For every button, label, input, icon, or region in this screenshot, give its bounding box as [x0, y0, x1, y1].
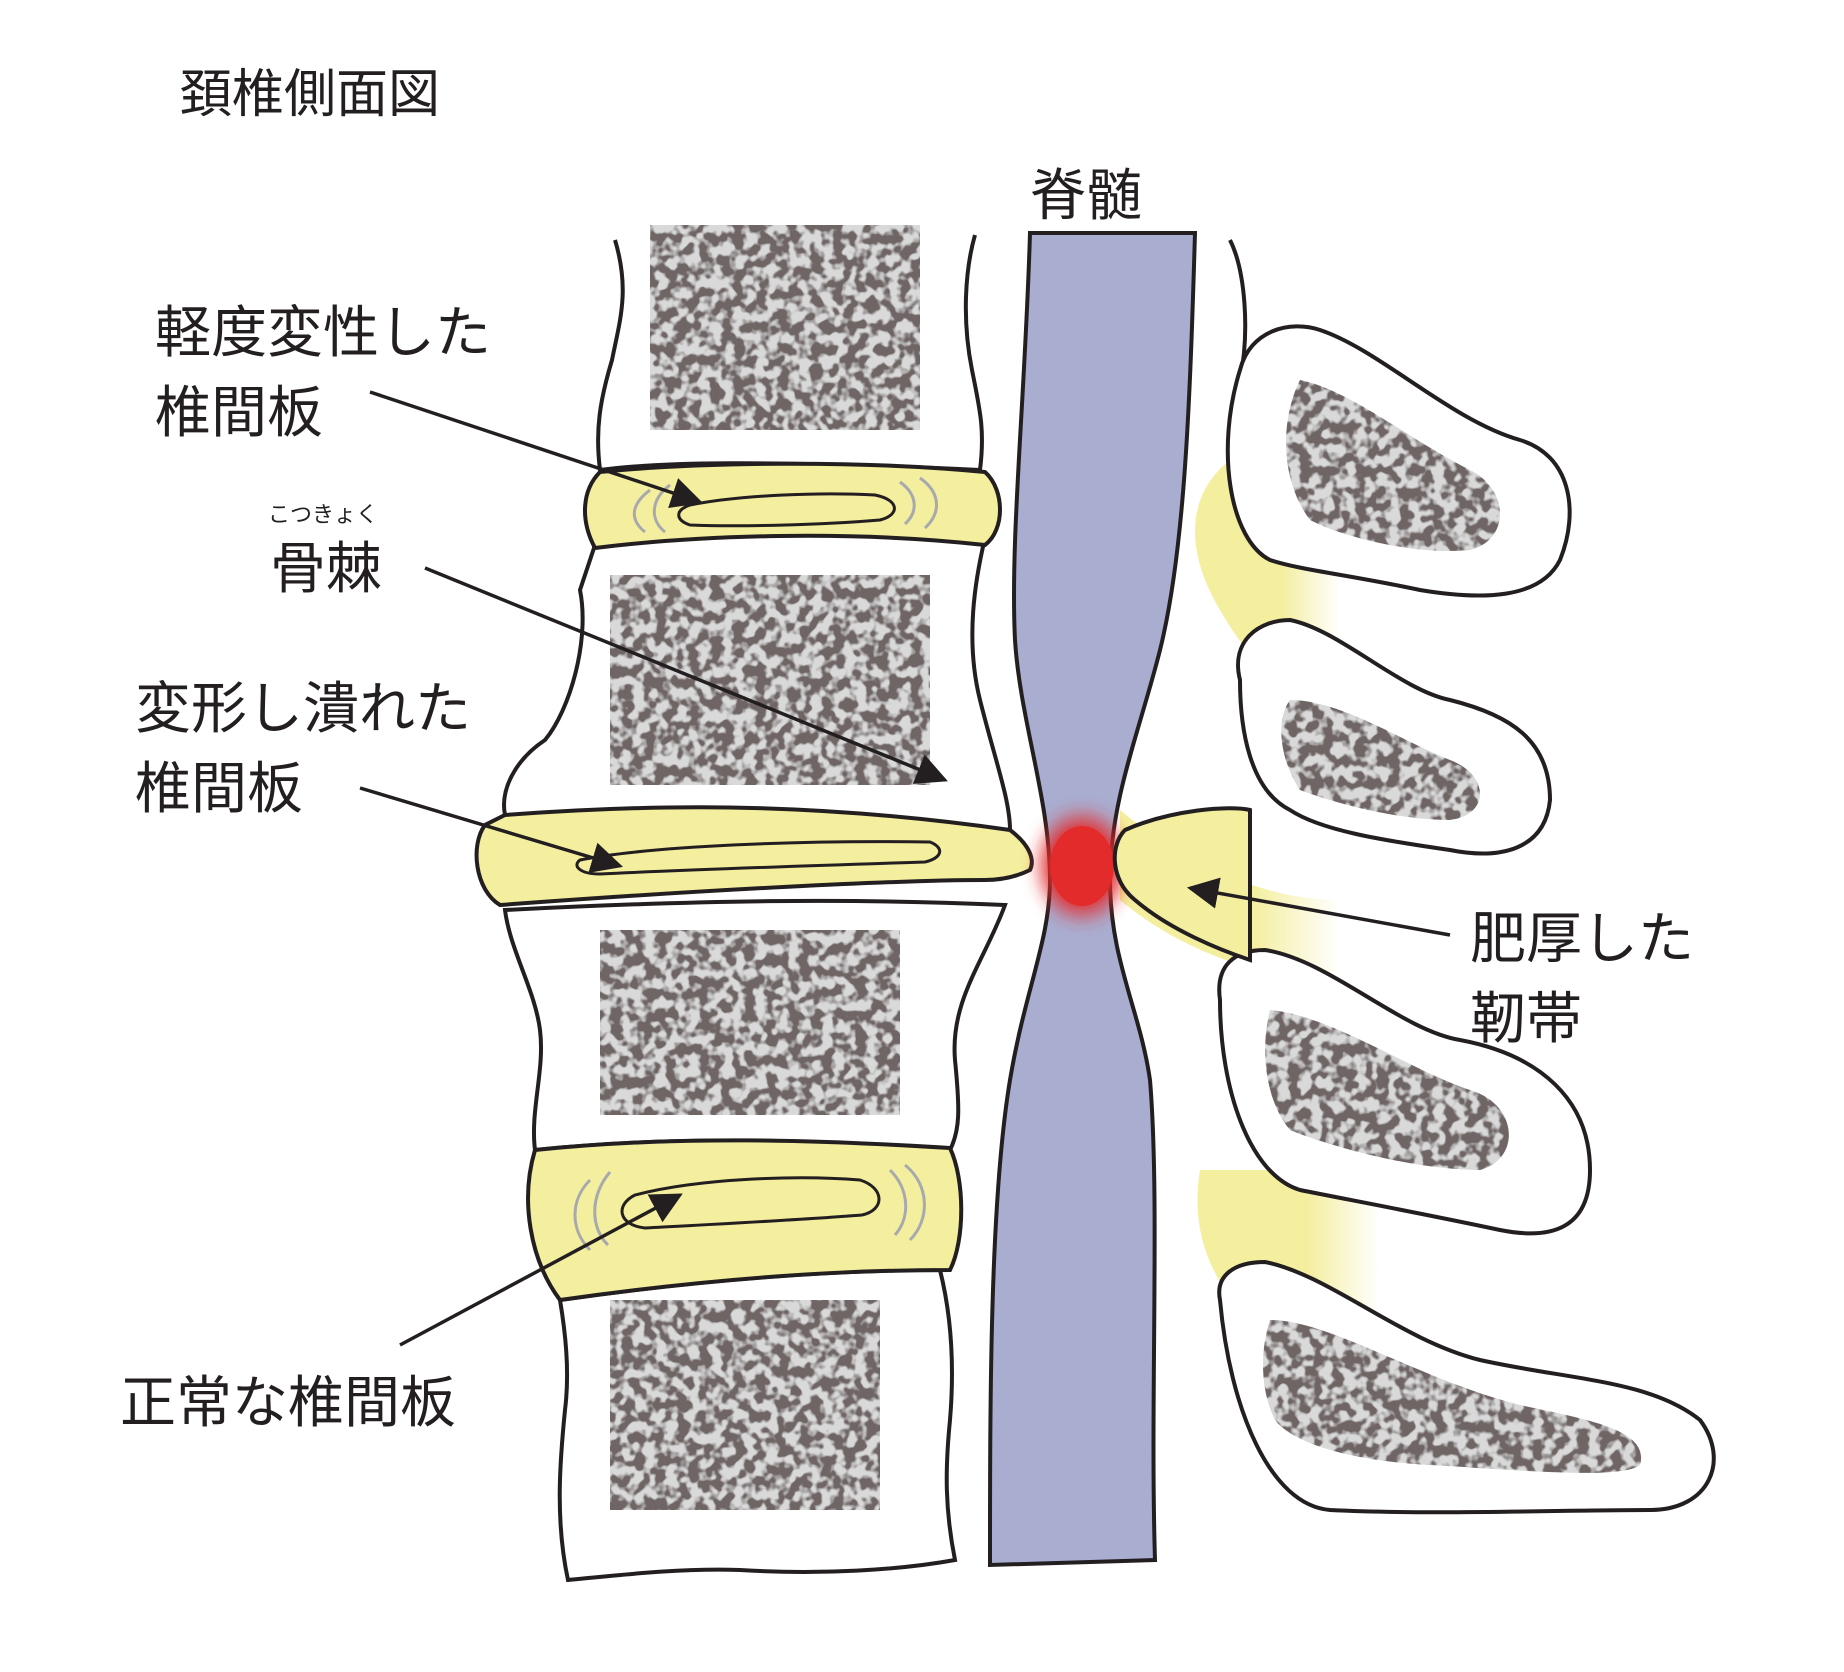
- label-normal-disc: 正常な椎間板: [120, 1371, 456, 1436]
- bone-texture-4: [610, 1300, 880, 1510]
- label-ligament-line1: 肥厚した: [1470, 907, 1694, 972]
- label-mild-disc-line2: 椎間板: [155, 381, 323, 446]
- label-osteophyte-reading: こつきょく: [268, 503, 378, 528]
- diagram-title: 頚椎側面図: [180, 65, 440, 125]
- disc-deformed-collapsed: [477, 807, 1032, 905]
- bone-texture-3: [600, 930, 900, 1115]
- label-deformed-disc-line1: 変形し潰れた: [135, 677, 471, 742]
- bone-texture-1: [650, 225, 920, 430]
- posterior-elements: [1115, 240, 1714, 1512]
- label-ligament-line2: 靭帯: [1470, 987, 1582, 1052]
- label-osteophyte: 骨棘: [270, 537, 382, 602]
- label-spinal-cord: 脊髄: [1030, 164, 1142, 229]
- label-mild-disc-line1: 軽度変性した: [155, 301, 491, 366]
- label-deformed-disc-line2: 椎間板: [135, 757, 303, 822]
